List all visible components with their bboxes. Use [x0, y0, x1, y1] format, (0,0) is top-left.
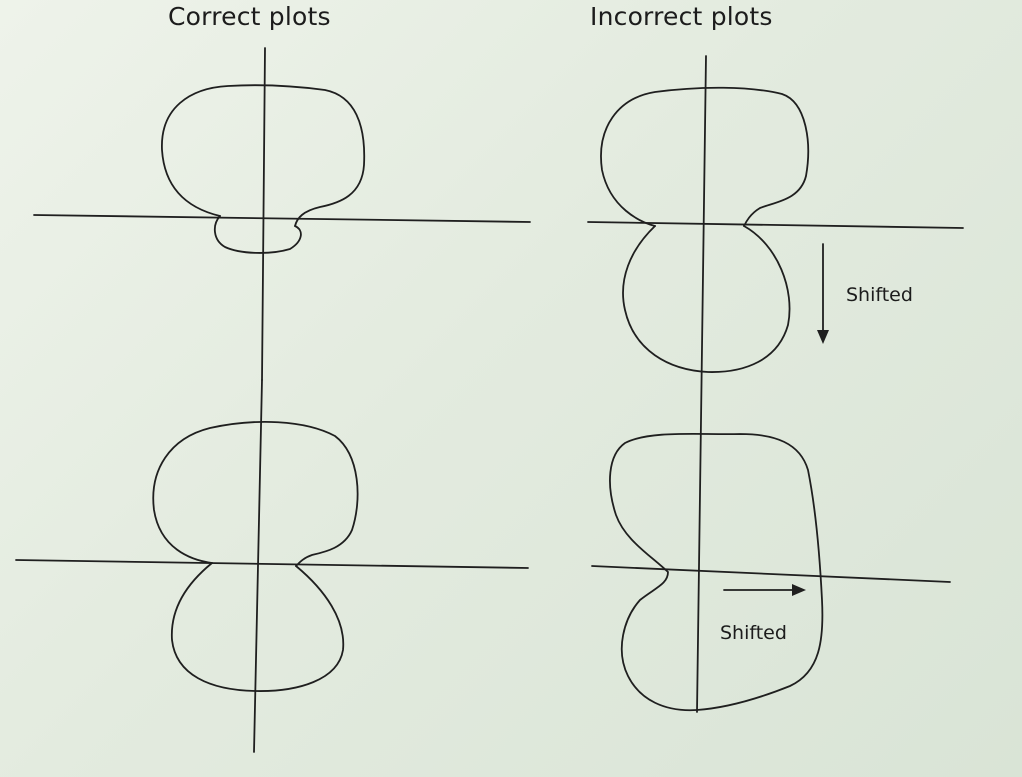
shift-down-arrowhead: [817, 330, 829, 344]
upper-lobe: [152, 420, 359, 567]
lower-lobe: [171, 562, 345, 692]
correct-plot-bottom: [15, 379, 529, 753]
upper-lobe: [600, 86, 810, 227]
correct-plot-top: [33, 47, 531, 381]
horizontal-axis: [15, 559, 529, 569]
correct-plots-heading: Correct plots: [168, 2, 331, 31]
lower-lobe: [622, 225, 791, 373]
horizontal-axis: [33, 214, 531, 223]
horizontal-axis: [591, 565, 951, 583]
vertical-axis: [253, 379, 263, 753]
incorrect-plot-bottom: [591, 432, 951, 712]
lower-lobe: [214, 215, 302, 254]
vertical-axis: [696, 55, 707, 713]
shifted-label-top: Shifted: [846, 284, 913, 306]
distorted-lobe: [609, 432, 824, 712]
incorrect-plots-heading: Incorrect plots: [590, 2, 773, 31]
shift-right-arrowhead: [792, 584, 806, 596]
incorrect-plot-top: [587, 55, 964, 713]
vertical-axis: [261, 47, 266, 381]
upper-lobe: [161, 84, 366, 227]
shifted-label-bottom: Shifted: [720, 622, 787, 644]
horizontal-axis: [587, 221, 964, 229]
